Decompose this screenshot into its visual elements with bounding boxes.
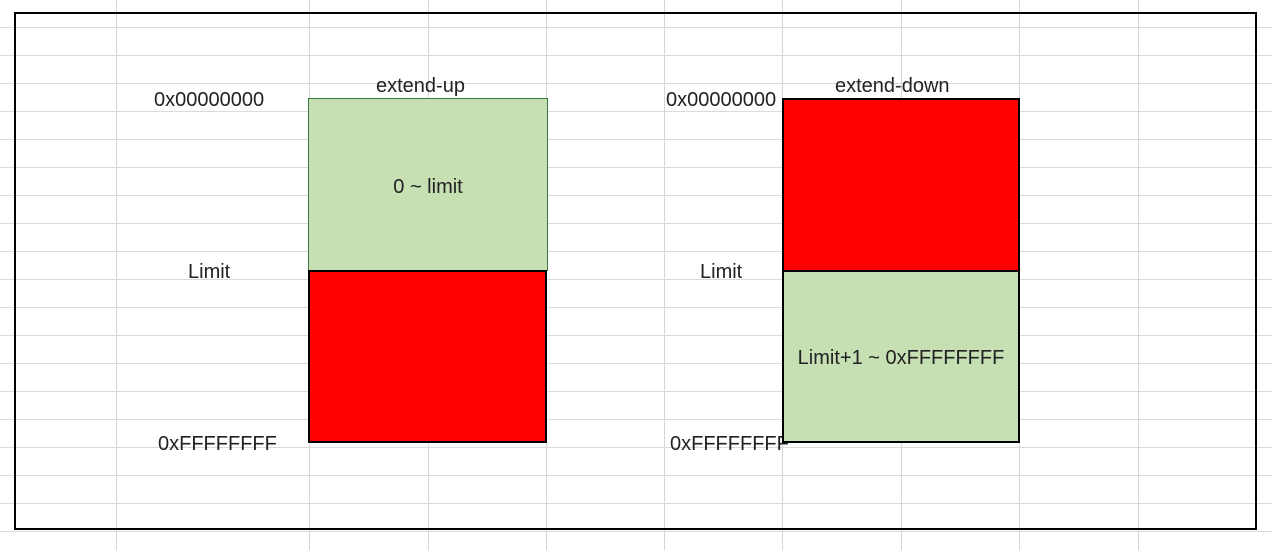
extend-up-forbidden-block bbox=[308, 270, 547, 443]
extend-down-allowed-range: Limit+1 ~ 0xFFFFFFFF bbox=[797, 347, 1005, 369]
extend-up-title: extend-up bbox=[376, 75, 465, 97]
extend-down-forbidden-block bbox=[782, 98, 1020, 272]
extend-up-allowed-range: 0 ~ limit bbox=[393, 176, 463, 198]
extend-down-bottom-address: 0xFFFFFFFF bbox=[670, 433, 789, 455]
extend-down-allowed-block: Limit+1 ~ 0xFFFFFFFF bbox=[782, 270, 1020, 443]
extend-up-bottom-address: 0xFFFFFFFF bbox=[158, 433, 277, 455]
extend-down-title: extend-down bbox=[835, 75, 950, 97]
extend-up-limit-label: Limit bbox=[188, 261, 231, 283]
extend-down-top-address: 0x00000000 bbox=[666, 89, 777, 111]
extend-up-allowed-block: 0 ~ limit bbox=[308, 98, 548, 271]
diagram-frame bbox=[14, 12, 1257, 530]
extend-down-limit-label: Limit bbox=[700, 261, 743, 283]
extend-up-top-address: 0x00000000 bbox=[154, 89, 265, 111]
